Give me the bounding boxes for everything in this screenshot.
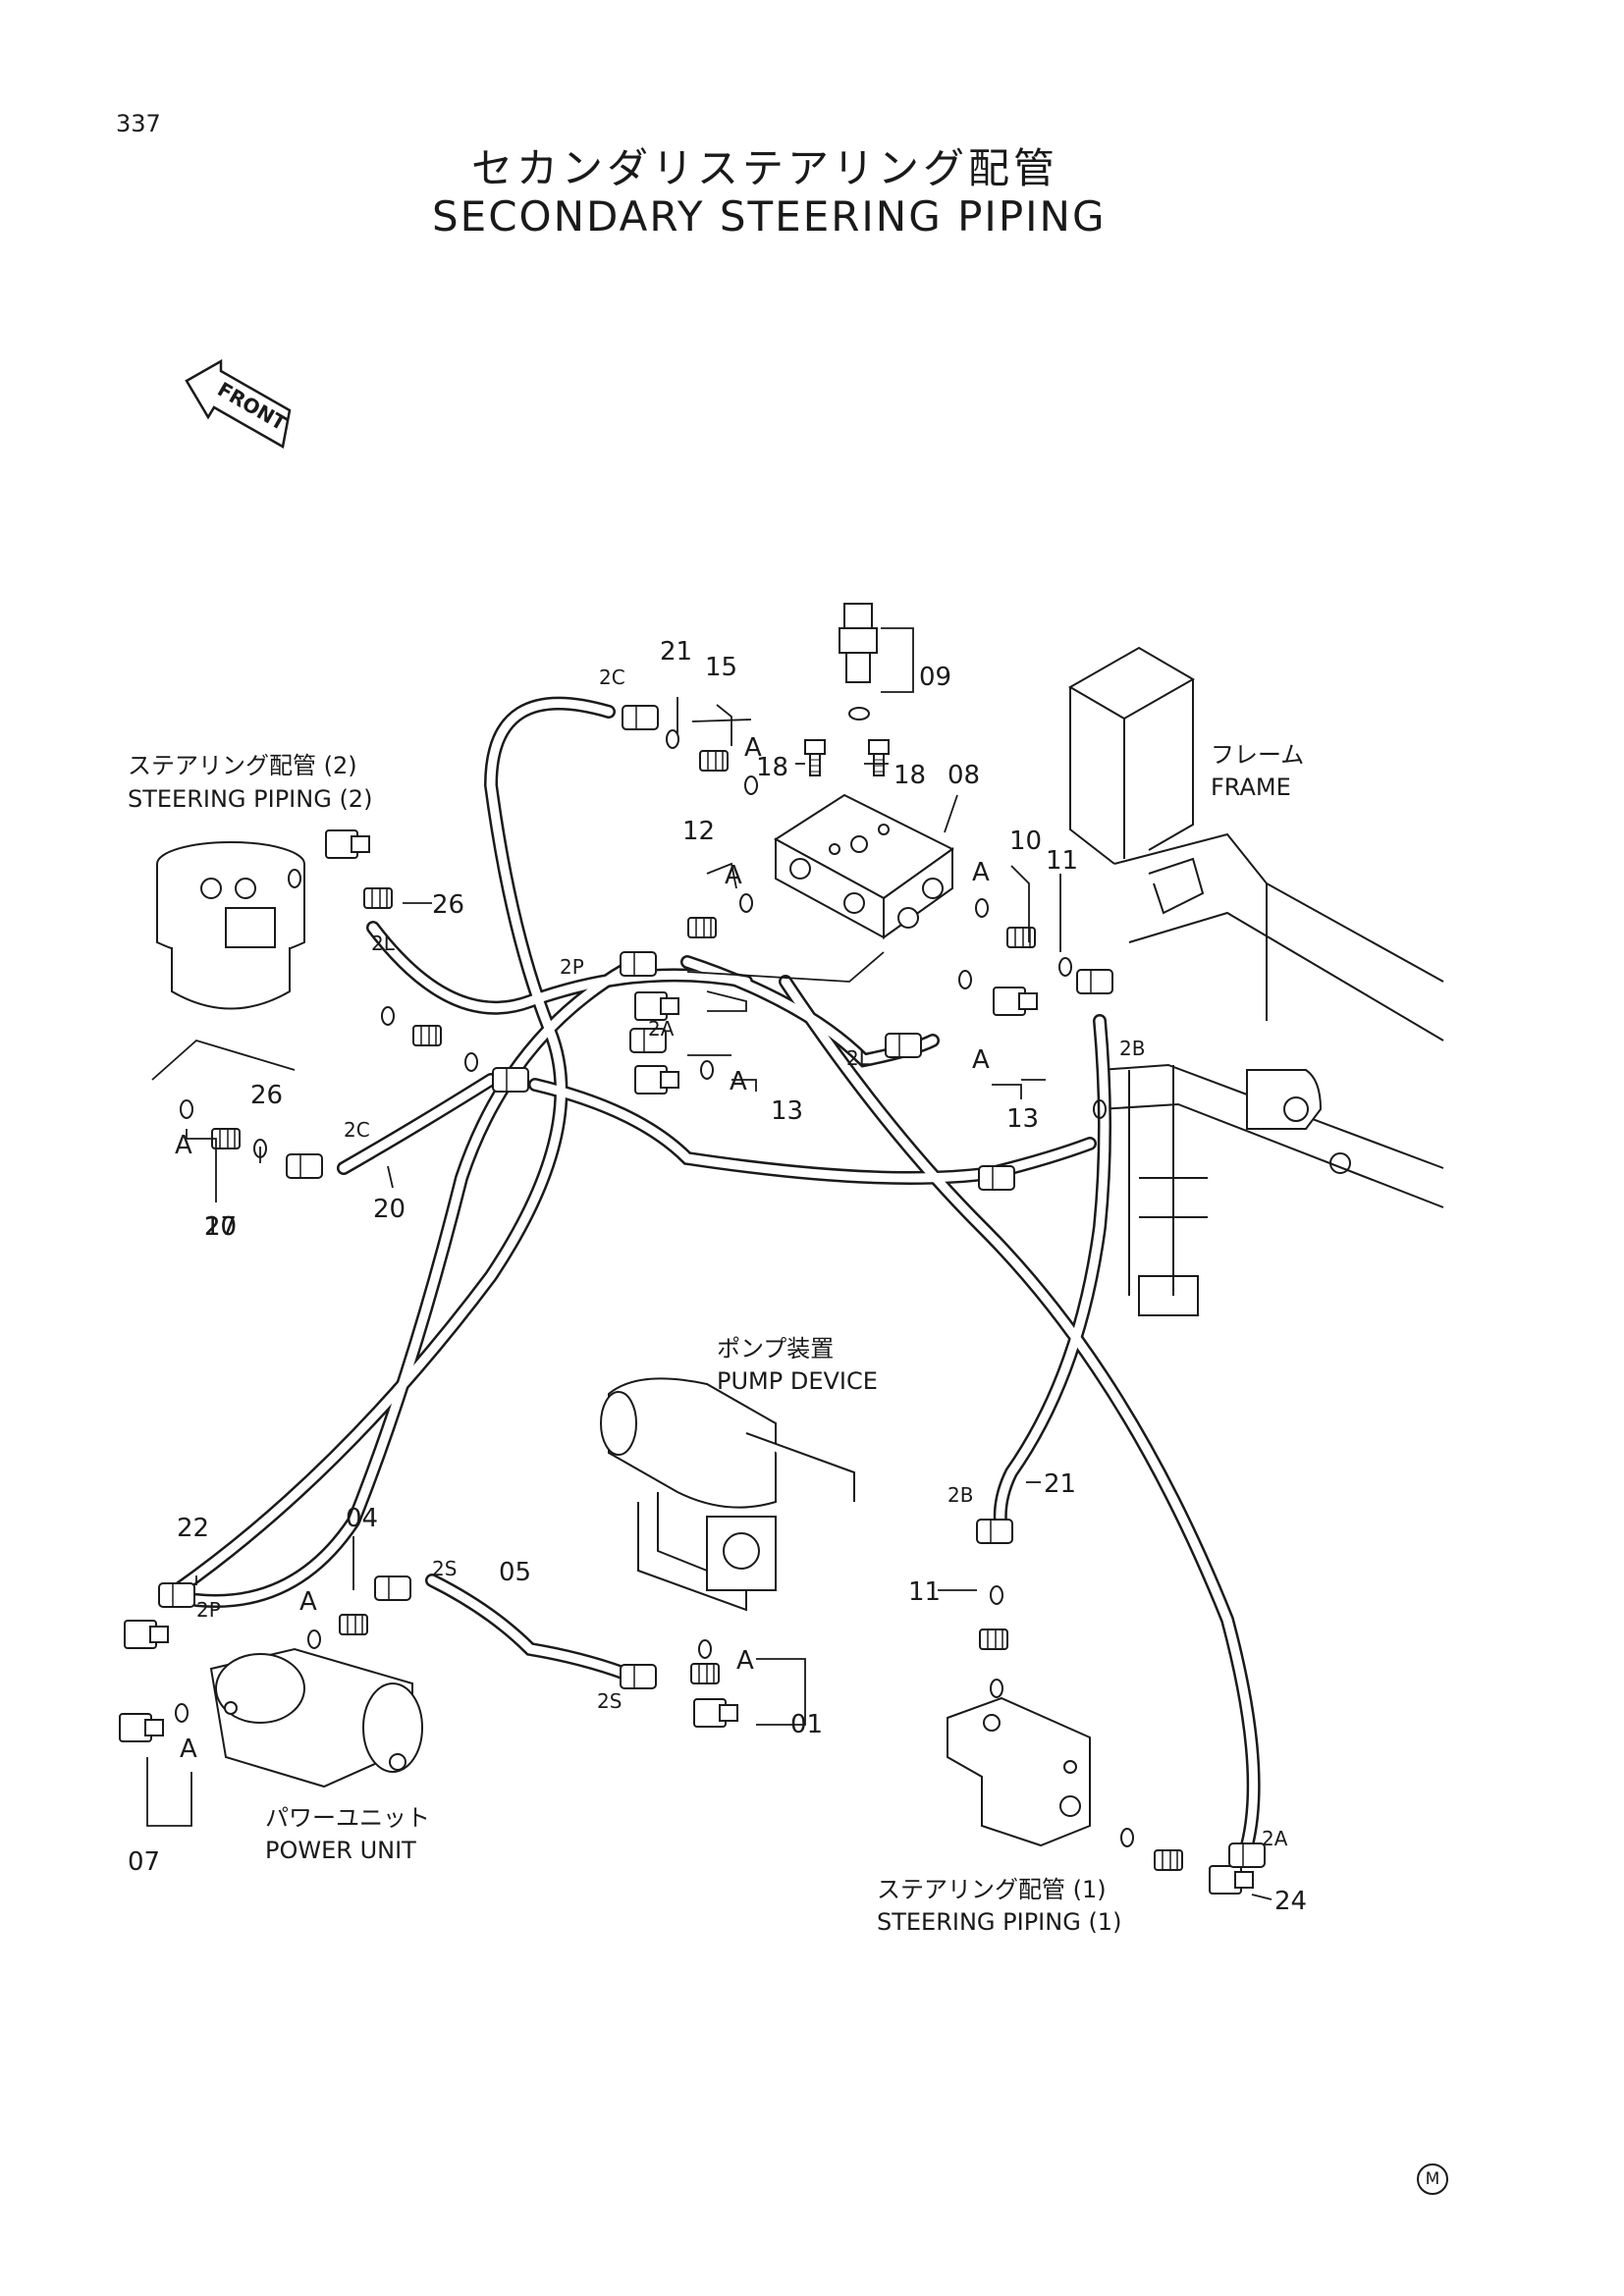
sensor-09 — [839, 603, 878, 721]
hose-marker: 2P — [196, 1598, 221, 1622]
part-number-label: 26 — [250, 1081, 283, 1110]
power-unit-jp: パワーユニット — [265, 1804, 430, 1832]
steering-piping-2-jp: ステアリング配管 (2) — [128, 752, 357, 779]
part-number-label: 17 — [204, 1212, 237, 1242]
part-number-label: 20 — [204, 1212, 237, 1242]
part-number-label: 01 — [790, 1710, 823, 1739]
part-number-label: 22 — [177, 1514, 209, 1543]
part-number-label: 21 — [1044, 1469, 1076, 1499]
frame-structure — [1067, 646, 1444, 1316]
detail-marker: A — [299, 1587, 317, 1617]
pump-device-jp: ポンプ装置 — [717, 1335, 834, 1362]
detail-marker: A — [725, 861, 742, 890]
hose-marker: 2S — [432, 1557, 457, 1580]
steering-piping-1-en: STEERING PIPING (1) — [877, 1908, 1121, 1936]
detail-marker: A — [175, 1131, 192, 1160]
detail-marker: A — [730, 1067, 747, 1096]
part-number-label: 18 — [756, 753, 788, 782]
detail-marker-labels: A A A A A A A A A — [175, 733, 990, 1764]
detail-marker: A — [744, 733, 762, 763]
part-number-label: 13 — [771, 1096, 803, 1126]
steering-piping-1-jp: ステアリング配管 (1) — [877, 1876, 1107, 1903]
part-number-label: 11 — [908, 1577, 941, 1607]
hose-marker: 2C — [344, 1118, 370, 1142]
part-number-label: 15 — [705, 653, 737, 682]
part-number-label: 08 — [947, 761, 980, 790]
hose-marker: 2C — [599, 666, 625, 689]
front-arrow-icon: FRONT — [185, 358, 292, 449]
part-number-label: 20 — [204, 1212, 237, 1242]
frame-label-jp: フレーム — [1211, 741, 1304, 769]
hose-marker: 2A — [1262, 1827, 1288, 1850]
part-number-label: 04 — [346, 1504, 378, 1533]
corner-mark: M — [1417, 2163, 1448, 2195]
title-english: SECONDARY STEERING PIPING — [432, 192, 1107, 240]
pump-device — [600, 1377, 855, 1612]
part-number-label: 11 — [1046, 846, 1078, 876]
part-number-label: 09 — [919, 663, 951, 692]
hose-marker: 2S — [597, 1689, 622, 1713]
detail-marker: A — [736, 1646, 754, 1676]
detail-marker: A — [180, 1735, 197, 1764]
detail-marker: A — [972, 1045, 990, 1075]
hose-marker-labels: 2C 2P 2L 2A 2L 2B 2C 2B 2P 2S 2S 2A — [196, 666, 1288, 1850]
part-number-label: 10 — [1009, 827, 1042, 856]
part-number-label: 21 — [660, 637, 692, 667]
leader-lines — [146, 627, 1272, 1900]
bolt-18-b — [868, 739, 890, 776]
part-number-label: 20 — [373, 1195, 406, 1224]
title-japanese: セカンダリステアリング配管 — [471, 144, 1059, 192]
part-number-label: 13 — [1006, 1104, 1039, 1134]
frame-label-en: FRAME — [1211, 774, 1291, 801]
detail-marker: A — [972, 858, 990, 887]
part-number-label: 07 — [128, 1847, 160, 1877]
steering-valve-2 — [156, 841, 305, 1010]
pump-device-en: PUMP DEVICE — [717, 1367, 878, 1395]
hose-marker: 2A — [648, 1017, 675, 1041]
bolt-18-a — [804, 739, 826, 776]
hose-marker: 2P — [560, 955, 584, 979]
steering-piping-2-en: STEERING PIPING (2) — [128, 785, 372, 813]
steering-valve-1 — [947, 1696, 1091, 1847]
valve-block-08 — [774, 793, 954, 939]
part-number-label: 18 — [893, 761, 926, 790]
part-number-label: 12 — [682, 817, 715, 846]
hose-marker: 2L — [371, 932, 396, 955]
hose-marker: 2B — [947, 1483, 973, 1507]
hose-marker: 2B — [1119, 1037, 1145, 1060]
power-unit — [209, 1647, 423, 1789]
part-number-label: 05 — [499, 1558, 531, 1587]
part-number-label: 26 — [432, 890, 464, 920]
part-number-labels: 21 15 09 18 18 08 12 10 11 26 13 13 26 2… — [128, 637, 1307, 1916]
power-unit-en: POWER UNIT — [265, 1837, 416, 1864]
hose-marker: 2L — [846, 1046, 871, 1070]
page-number: 337 — [116, 110, 161, 137]
part-number-label: 24 — [1274, 1887, 1307, 1916]
